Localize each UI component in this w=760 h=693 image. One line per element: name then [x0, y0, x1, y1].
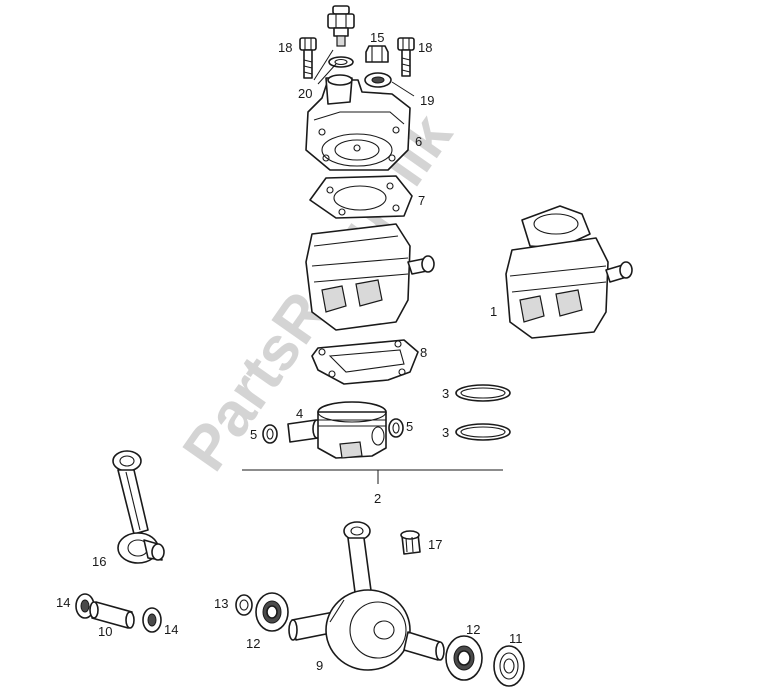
- part-5-circlip-left: [262, 424, 278, 444]
- label-17: 17: [428, 537, 442, 552]
- label-19: 19: [420, 93, 434, 108]
- label-4: 4: [296, 406, 303, 421]
- part-20-sensor: [327, 5, 355, 68]
- part-17-needle-bearing: [400, 530, 421, 555]
- label-15: 15: [370, 30, 384, 45]
- part-1-cylinder: [505, 205, 633, 339]
- part-3-piston-ring-top: [455, 384, 511, 402]
- label-5-left: 5: [250, 427, 257, 442]
- label-3-bottom: 3: [442, 425, 449, 440]
- piston-group-bracket: [242, 469, 503, 484]
- label-9: 9: [316, 658, 323, 673]
- label-12-right: 12: [466, 622, 480, 637]
- label-1: 1: [490, 304, 497, 319]
- part-18-bolt-right: [397, 37, 415, 77]
- label-13: 13: [214, 596, 228, 611]
- leader-lines: [313, 49, 415, 97]
- part-11-seal: [493, 645, 525, 687]
- label-5-right: 5: [406, 419, 413, 434]
- part-4-piston-pin: [287, 419, 322, 443]
- label-20: 20: [298, 86, 312, 101]
- label-11: 11: [509, 631, 523, 646]
- part-10-crank-pin: [89, 601, 135, 629]
- label-2: 2: [374, 491, 381, 506]
- part-9-crankshaft: [288, 521, 445, 671]
- label-3-top: 3: [442, 386, 449, 401]
- part-14-washer-right: [142, 607, 162, 633]
- label-18-left: 18: [278, 40, 292, 55]
- label-6: 6: [415, 134, 422, 149]
- label-14-left: 14: [56, 595, 70, 610]
- part-7-head-gasket: [309, 175, 413, 219]
- label-12-left: 12: [246, 636, 260, 651]
- part-5-circlip-right: [388, 418, 404, 438]
- label-8: 8: [420, 345, 427, 360]
- part-12-bearing-right: [445, 635, 483, 681]
- label-10: 10: [98, 624, 112, 639]
- piston: [317, 401, 387, 459]
- part-12-bearing-left: [255, 592, 289, 632]
- part-19-washer: [364, 72, 392, 88]
- label-7: 7: [418, 193, 425, 208]
- callout-labels: 18 15 18 20 19 6 7 1 8 3 4 5 5 3 2 16 17…: [56, 30, 523, 673]
- part-6-cylinder-head: [305, 74, 411, 171]
- part-8-base-gasket: [311, 339, 419, 385]
- part-15-nut: [365, 45, 389, 63]
- part-18-bolt-left: [299, 37, 317, 79]
- label-16: 16: [92, 554, 106, 569]
- cylinder-exploded: [305, 223, 435, 331]
- label-18-right: 18: [418, 40, 432, 55]
- part-3-piston-ring-bottom: [455, 423, 511, 441]
- part-16-connecting-rod: [112, 450, 165, 564]
- part-13-seal: [235, 594, 253, 616]
- label-14-right: 14: [164, 622, 178, 637]
